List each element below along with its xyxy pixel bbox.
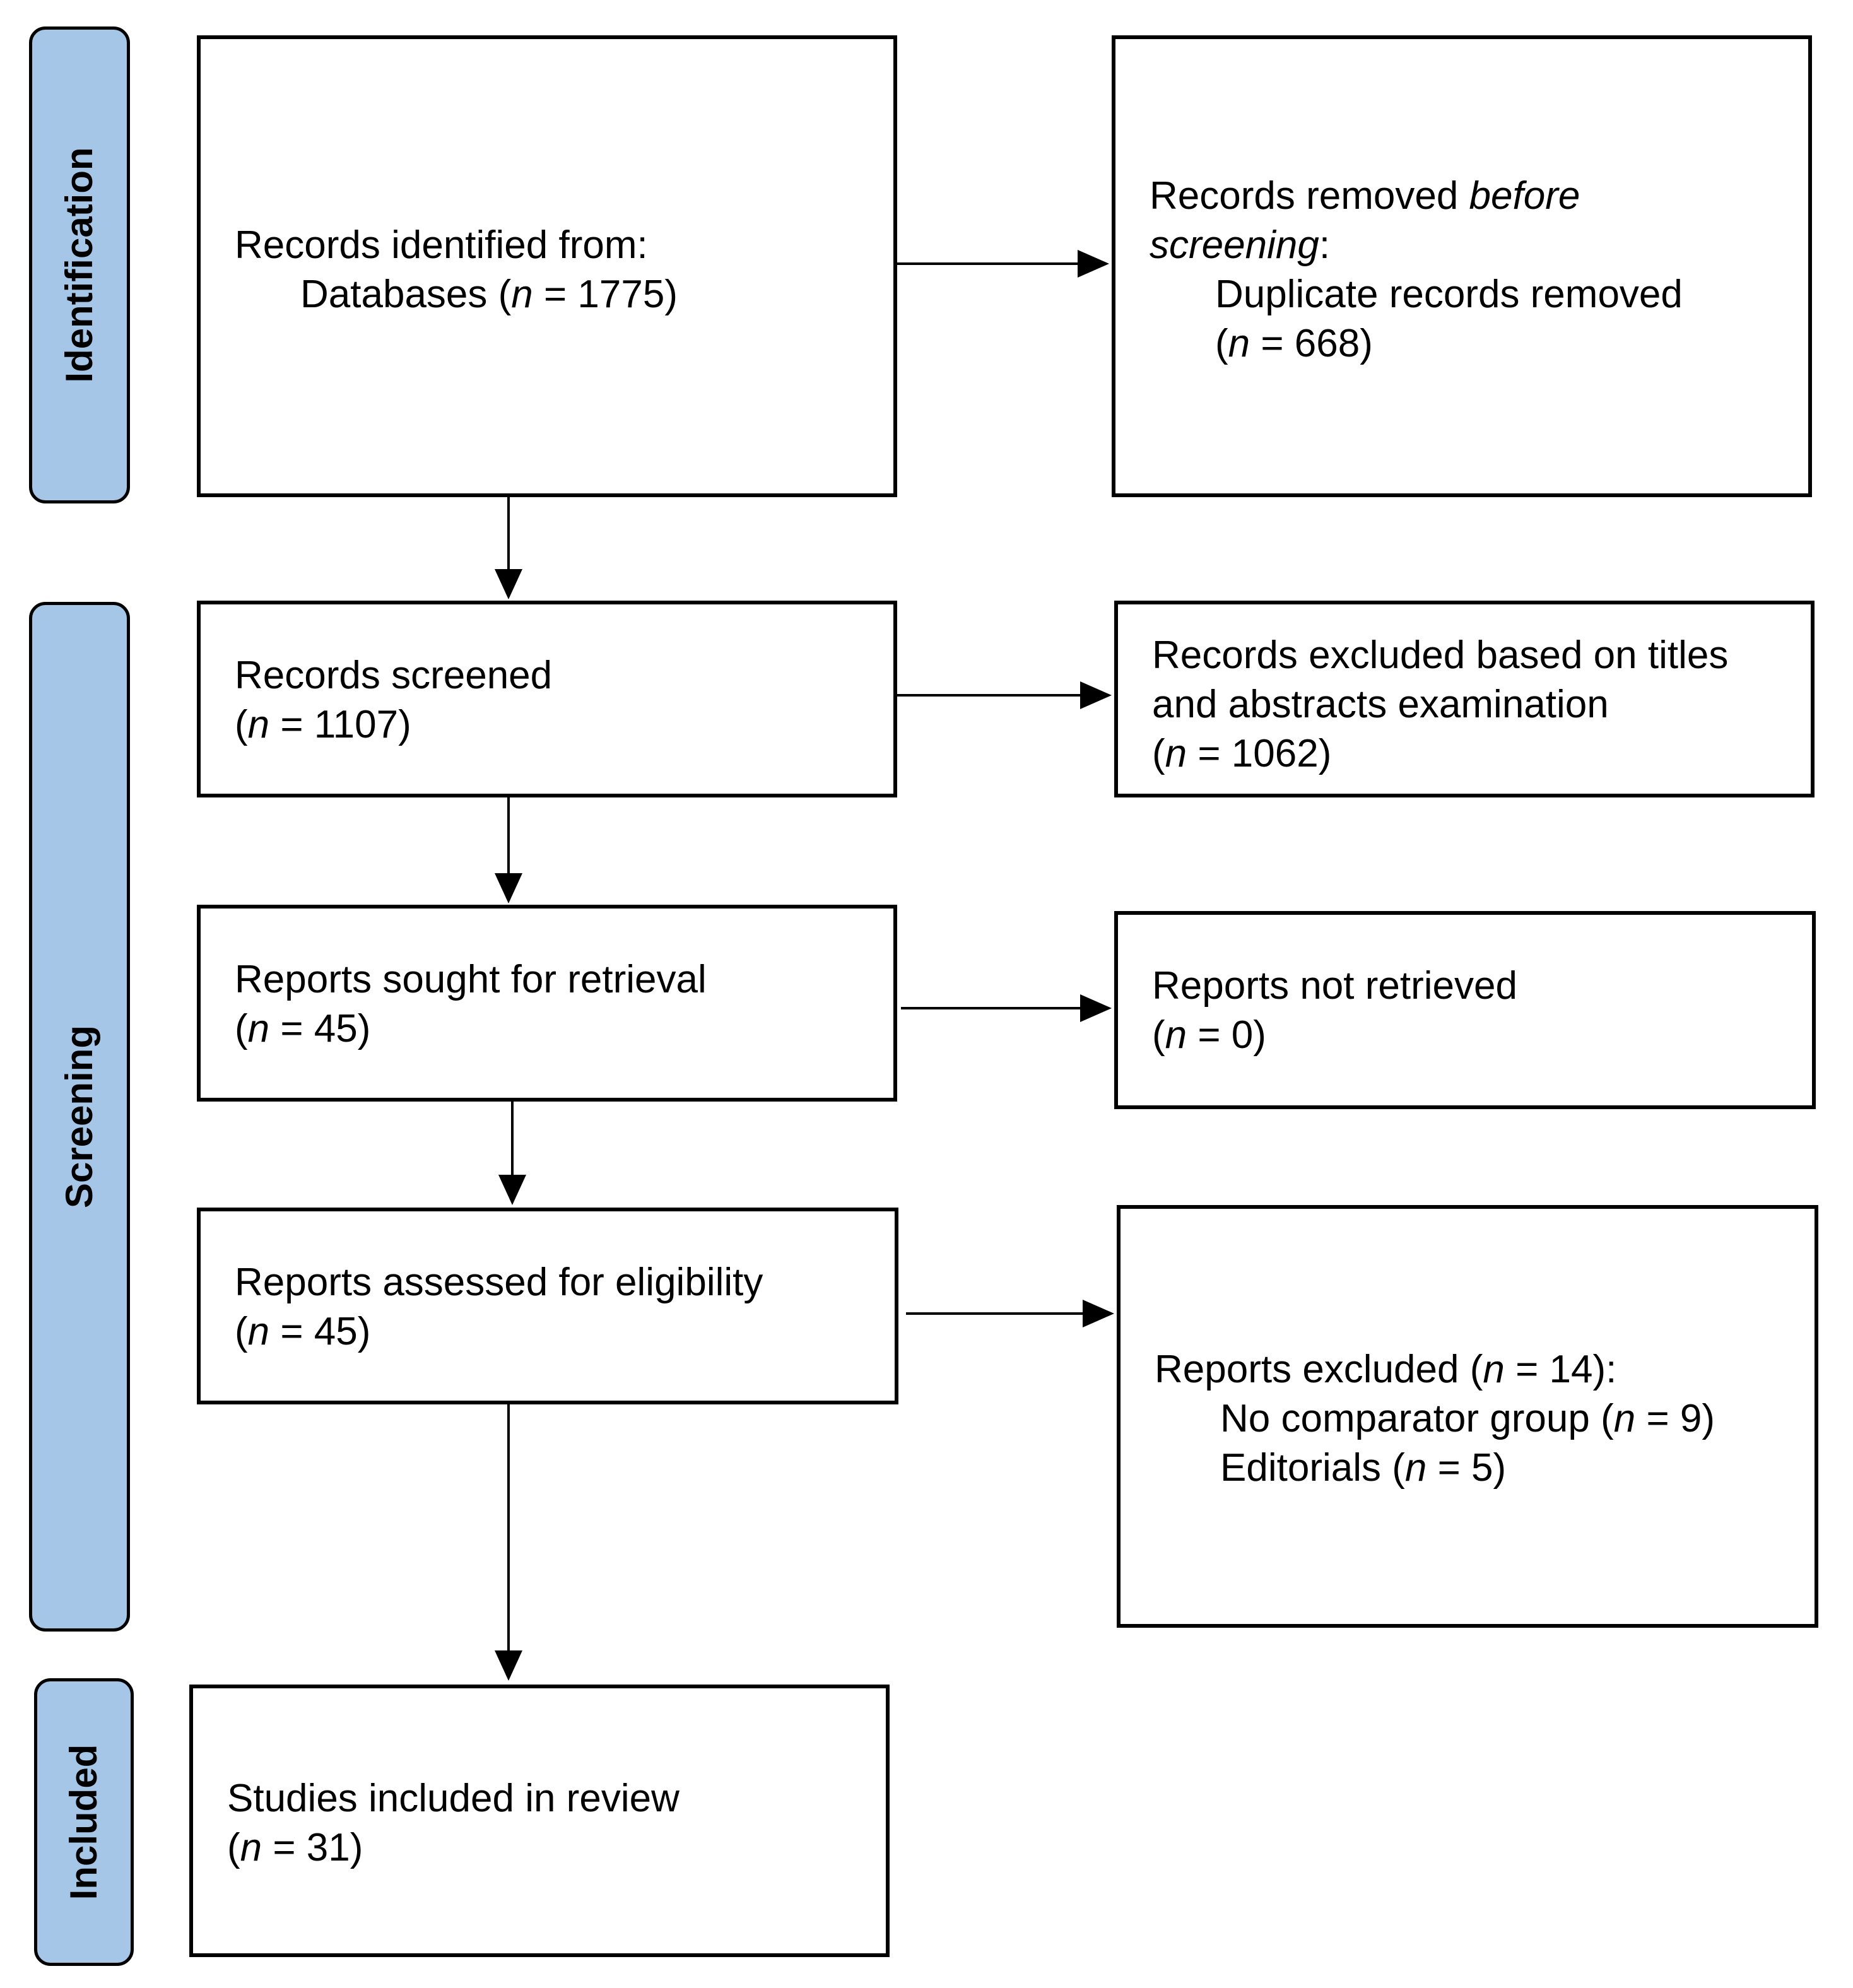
reports-sought-label: Reports sought for retrieval	[235, 958, 707, 1001]
databases-count: Databases (n = 1775)	[300, 273, 678, 316]
records-identified-heading: Records identified from:	[235, 223, 648, 267]
records-excluded-line2: and abstracts examination	[1152, 683, 1609, 726]
records-removed-heading: Records removed before	[1150, 174, 1580, 218]
phase-screening: Screening	[29, 602, 130, 1632]
records-identified-box: Records identified from: Databases (n = …	[197, 35, 897, 497]
phase-identification: Identification	[29, 26, 130, 503]
arrowhead-excluded	[1080, 681, 1112, 709]
records-excluded-count: (n = 1062)	[1152, 732, 1332, 775]
reports-sought-box: Reports sought for retrieval (n = 45)	[197, 905, 897, 1102]
phase-included: Included	[34, 1678, 134, 1966]
records-removed-heading-cont: screening:	[1150, 223, 1331, 267]
records-screened-label: Records screened	[235, 654, 553, 697]
reports-excluded-box: Reports excluded (n = 14): No comparator…	[1117, 1205, 1818, 1628]
duplicates-label: Duplicate records removed	[1215, 273, 1683, 316]
arrowhead-screened	[495, 569, 522, 599]
records-excluded-box: Records excluded based on titles and abs…	[1114, 601, 1815, 797]
arrowhead-not-retrieved	[1080, 994, 1112, 1022]
reports-excluded-heading: Reports excluded (n = 14):	[1155, 1348, 1617, 1391]
arrowhead-sought	[495, 873, 522, 903]
reports-not-retrieved-label: Reports not retrieved	[1152, 964, 1517, 1008]
records-screened-box: Records screened (n = 1107)	[197, 601, 897, 797]
duplicates-count: (n = 668)	[1215, 322, 1373, 365]
reports-assessed-box: Reports assessed for eligibility (n = 45…	[197, 1208, 898, 1404]
studies-included-label: Studies included in review	[227, 1777, 679, 1820]
arrowhead-reports-excluded	[1083, 1300, 1114, 1327]
studies-included-count: (n = 31)	[227, 1826, 363, 1869]
studies-included-box: Studies included in review (n = 31)	[189, 1685, 890, 1957]
records-excluded-line1: Records excluded based on titles	[1152, 633, 1729, 677]
reports-not-retrieved-count: (n = 0)	[1152, 1013, 1266, 1057]
arrowhead-assessed	[498, 1175, 526, 1205]
reports-sought-count: (n = 45)	[235, 1007, 371, 1050]
records-screened-count: (n = 1107)	[235, 703, 411, 746]
exclusion-reason-editorials: Editorials (n = 5)	[1220, 1446, 1507, 1490]
reports-assessed-count: (n = 45)	[235, 1310, 371, 1353]
records-removed-box: Records removed before screening: Duplic…	[1112, 35, 1812, 497]
reports-assessed-label: Reports assessed for eligibility	[235, 1261, 763, 1304]
arrowhead-included	[495, 1650, 522, 1681]
exclusion-reason-no-comparator: No comparator group (n = 9)	[1220, 1397, 1715, 1440]
arrowhead-removed	[1078, 250, 1109, 278]
reports-not-retrieved-box: Reports not retrieved (n = 0)	[1114, 911, 1816, 1109]
